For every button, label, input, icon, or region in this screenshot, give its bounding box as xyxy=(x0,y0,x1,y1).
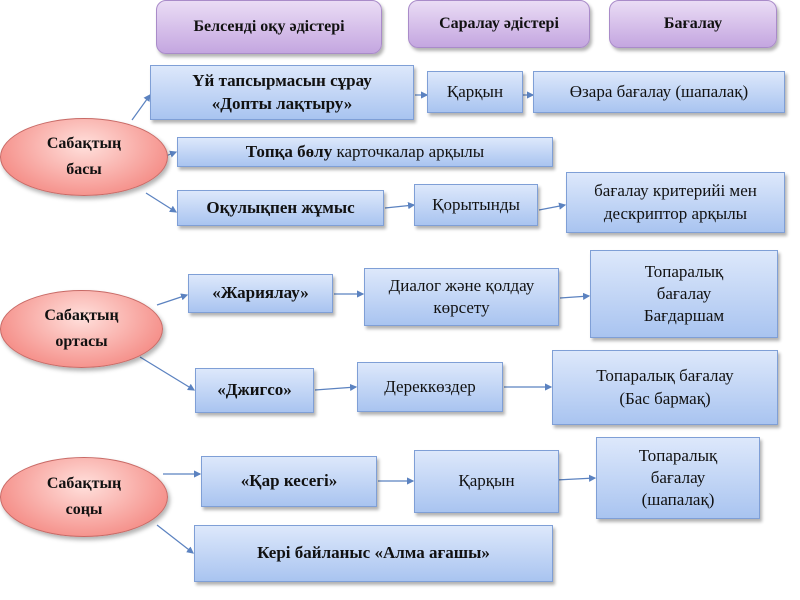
start-textbook-work-box: Оқулықпен жұмыс xyxy=(177,190,384,226)
traffic-line2: бағалау xyxy=(656,283,712,303)
start-conclusion-box: Қорытынды xyxy=(414,184,538,226)
stage-start-line1: Сабақтың xyxy=(46,135,122,153)
start-homework-line2: «Допты лақтыру» xyxy=(211,93,353,113)
stage-start-line2: басы xyxy=(66,161,102,178)
middle-thumbs-box: Топаралық бағалау(Бас бармақ) xyxy=(552,350,778,425)
dialogue-line1: Диалог және қолдау xyxy=(388,275,535,295)
middle-jigsaw-box: «Джигсо» xyxy=(195,368,314,413)
end-apple-tree-feedback-box: Кері байланыс «Алма ағашы» xyxy=(194,525,553,582)
stage-middle: Сабақтың ортасы xyxy=(0,290,163,368)
middle-publish-box: «Жариялау» xyxy=(188,274,333,313)
dialogue-line2: көрсету xyxy=(433,298,490,317)
start-homework-method: Үй тапсырмасын сұрау«Допты лақтыру» xyxy=(150,65,414,120)
group-division-rest: карточкалар арқылы xyxy=(332,141,485,161)
start-pace-box: Қарқын xyxy=(427,71,523,113)
clap-line2: бағалау xyxy=(650,467,706,487)
criteria-line2: дескриптор арқылы xyxy=(603,203,748,223)
start-peer-assessment-box: Өзара бағалау (шапалақ) xyxy=(533,71,785,113)
stage-end-line2: соңы xyxy=(65,501,103,518)
clap-line3: (шапалақ) xyxy=(641,490,715,510)
end-snowball-box: «Қар кесегі» xyxy=(201,456,377,507)
start-group-division-box: Топқа бөлу карточкалар арқылы xyxy=(177,137,553,167)
stage-middle-line1: Сабақтың xyxy=(44,307,119,325)
thumbs-line1: Топаралық бағалау xyxy=(596,366,734,386)
group-division-bold: Топқа бөлу xyxy=(245,141,333,161)
thumbs-line2: (Бас бармақ) xyxy=(619,388,711,408)
header-assessment: Бағалау xyxy=(609,0,777,48)
stage-end-line1: Сабақтың xyxy=(46,475,122,493)
middle-sources-box: Дереккөздер xyxy=(357,362,503,412)
clap-line1: Топаралық xyxy=(638,445,718,465)
end-pace-box: Қарқын xyxy=(414,450,559,513)
traffic-line3: Бағдаршам xyxy=(643,306,725,326)
header-differentiation-methods: Саралау әдістері xyxy=(408,0,590,48)
start-homework-line1: Үй тапсырмасын сұрау xyxy=(192,71,372,91)
header-active-learning-methods: Белсенді оқу әдістері xyxy=(156,0,382,54)
middle-dialogue-box: Диалог және қолдау көрсету xyxy=(364,268,559,326)
stage-end: Сабақтың соңы xyxy=(0,457,168,537)
stage-middle-line2: ортасы xyxy=(55,333,108,350)
criteria-line1: бағалау критерийі мен xyxy=(594,181,757,201)
stage-start: Сабақтың басы xyxy=(0,118,168,196)
traffic-line1: Топаралық xyxy=(644,261,724,281)
